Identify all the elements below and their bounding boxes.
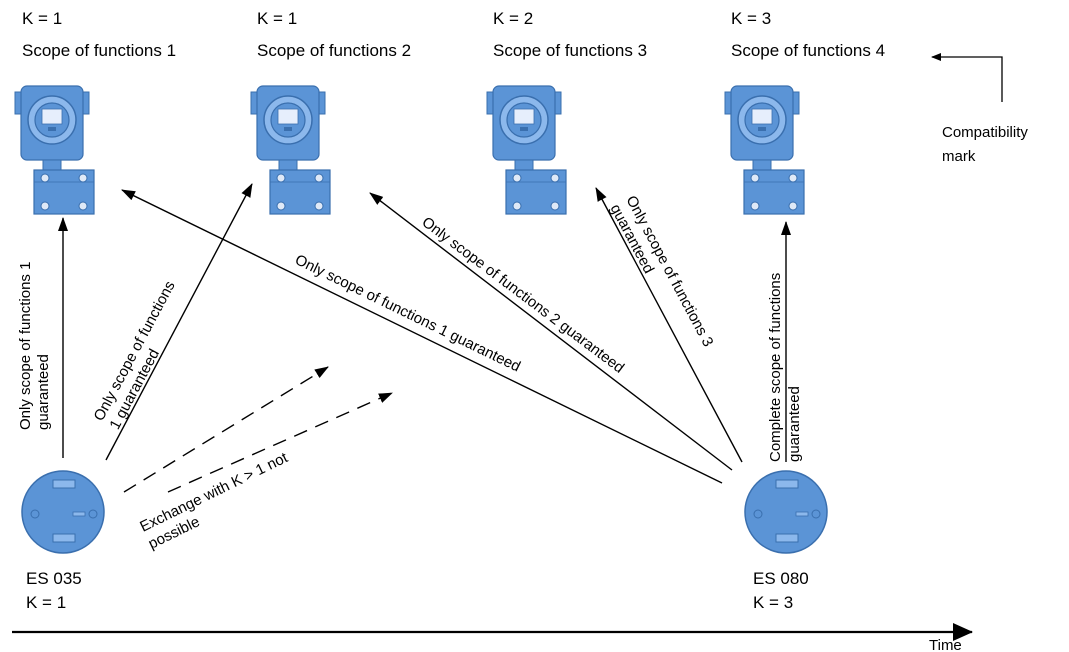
transmitter-display-key	[48, 127, 56, 131]
arrow-label-6: Complete scope of functions guaranteed	[767, 273, 803, 462]
device-k-label: K = 1	[257, 9, 297, 28]
transmitter-icon	[250, 85, 331, 215]
transmitter-display-key	[520, 127, 528, 131]
device-header-4: K = 3 Scope of functions 4	[731, 9, 885, 60]
module-top-slot	[52, 479, 76, 489]
flange-bolt-icon	[750, 173, 760, 183]
arrow-label-1-line1: Only scope of functions 1	[17, 262, 34, 430]
flange-bolt-icon	[314, 173, 324, 183]
module-right-hole	[811, 509, 821, 519]
flange-bolt-icon	[276, 173, 286, 183]
module-disc	[744, 470, 828, 554]
arrow-es035-to-device-2	[105, 183, 253, 461]
transmitter-display	[277, 108, 299, 125]
module-connector	[795, 511, 809, 517]
arrow-label-5: Only scope of functions 3 guaranteed	[607, 193, 717, 350]
time-label: Time	[929, 637, 962, 652]
arrows	[58, 183, 791, 493]
transmitter-icon	[724, 85, 805, 215]
device-k-label: K = 2	[493, 9, 533, 28]
arrow-label-4: Only scope of functions 2 guaranteed	[419, 214, 628, 377]
arrow-es080-to-device-1	[121, 189, 723, 484]
compat-mark-leader	[931, 53, 1003, 102]
transmitter-display-key	[284, 127, 292, 131]
arrow-label-6-line2: guaranteed	[786, 386, 803, 462]
transmitter-neck	[42, 159, 62, 171]
flange-bolt-icon	[276, 201, 286, 211]
flange-bolt-icon	[78, 173, 88, 183]
flange-bolt-icon	[788, 201, 798, 211]
exchange-label: Exchange with K > 1 not possible	[137, 449, 291, 553]
arrow-label-1: Only scope of functions 1 guaranteed	[17, 262, 52, 430]
exchange-label-line1: Exchange with K > 1 not	[137, 449, 291, 536]
device-scope-label: Scope of functions 3	[493, 41, 647, 60]
flange-bolt-icon	[314, 201, 324, 211]
module-left-hole	[30, 509, 40, 519]
device-scope-label: Scope of functions 4	[731, 41, 885, 60]
module-left-hole	[753, 509, 763, 519]
transmitter-neck	[278, 159, 298, 171]
flange-bolt-icon	[40, 173, 50, 183]
arrow-label-6-line1: Complete scope of functions	[767, 273, 784, 462]
device-header-2: K = 1 Scope of functions 2	[257, 9, 411, 60]
arrow-exchange-dashed-2	[167, 392, 393, 493]
transmitter-neck	[752, 159, 772, 171]
transmitter-display	[41, 108, 63, 125]
device-k-label: K = 3	[731, 9, 771, 28]
arrow-es080-to-device-2	[369, 192, 733, 471]
flange-bolt-icon	[550, 173, 560, 183]
arrow-label-4-line1: Only scope of functions 2 guaranteed	[419, 214, 628, 377]
transmitter-icon	[14, 85, 95, 215]
flange-bolt-icon	[78, 201, 88, 211]
module-connector	[72, 511, 86, 517]
transmitter-display	[751, 108, 773, 125]
arrow-label-1-line2: guaranteed	[35, 354, 52, 430]
flange-bolt-icon	[788, 173, 798, 183]
module-right-hole	[88, 509, 98, 519]
device-header-3: K = 2 Scope of functions 3	[493, 9, 647, 60]
compat-mark-label-2: mark	[942, 148, 976, 165]
transmitters	[14, 85, 805, 215]
module-name-es080: ES 080	[753, 569, 809, 588]
device-header-1: K = 1 Scope of functions 1	[22, 9, 176, 60]
flange-bolt-icon	[512, 201, 522, 211]
electronic-module-icon	[21, 470, 105, 554]
module-disc	[21, 470, 105, 554]
electronic-modules	[21, 470, 828, 554]
arrow-label-2: Only scope of functions 1 guaranteed	[91, 278, 179, 432]
module-bottom-slot	[775, 533, 799, 543]
flange-bolt-icon	[750, 201, 760, 211]
flange-bolt-icon	[512, 173, 522, 183]
flange-bolt-icon	[550, 201, 560, 211]
arrow-exchange-dashed-1	[123, 366, 329, 493]
module-bottom-slot	[52, 533, 76, 543]
device-k-label: K = 1	[22, 9, 62, 28]
device-scope-label: Scope of functions 1	[22, 41, 176, 60]
transmitter-icon	[486, 85, 567, 215]
transmitter-display	[513, 108, 535, 125]
electronic-module-icon	[744, 470, 828, 554]
module-k-es035: K = 1	[26, 593, 66, 612]
device-scope-label: Scope of functions 2	[257, 41, 411, 60]
transmitter-neck	[514, 159, 534, 171]
module-k-es080: K = 3	[753, 593, 793, 612]
compat-mark-label-1: Compatibility	[942, 124, 1028, 141]
module-top-slot	[775, 479, 799, 489]
flange-bolt-icon	[40, 201, 50, 211]
module-name-es035: ES 035	[26, 569, 82, 588]
arrow-es080-to-device-3	[595, 187, 743, 463]
transmitter-display-key	[758, 127, 766, 131]
